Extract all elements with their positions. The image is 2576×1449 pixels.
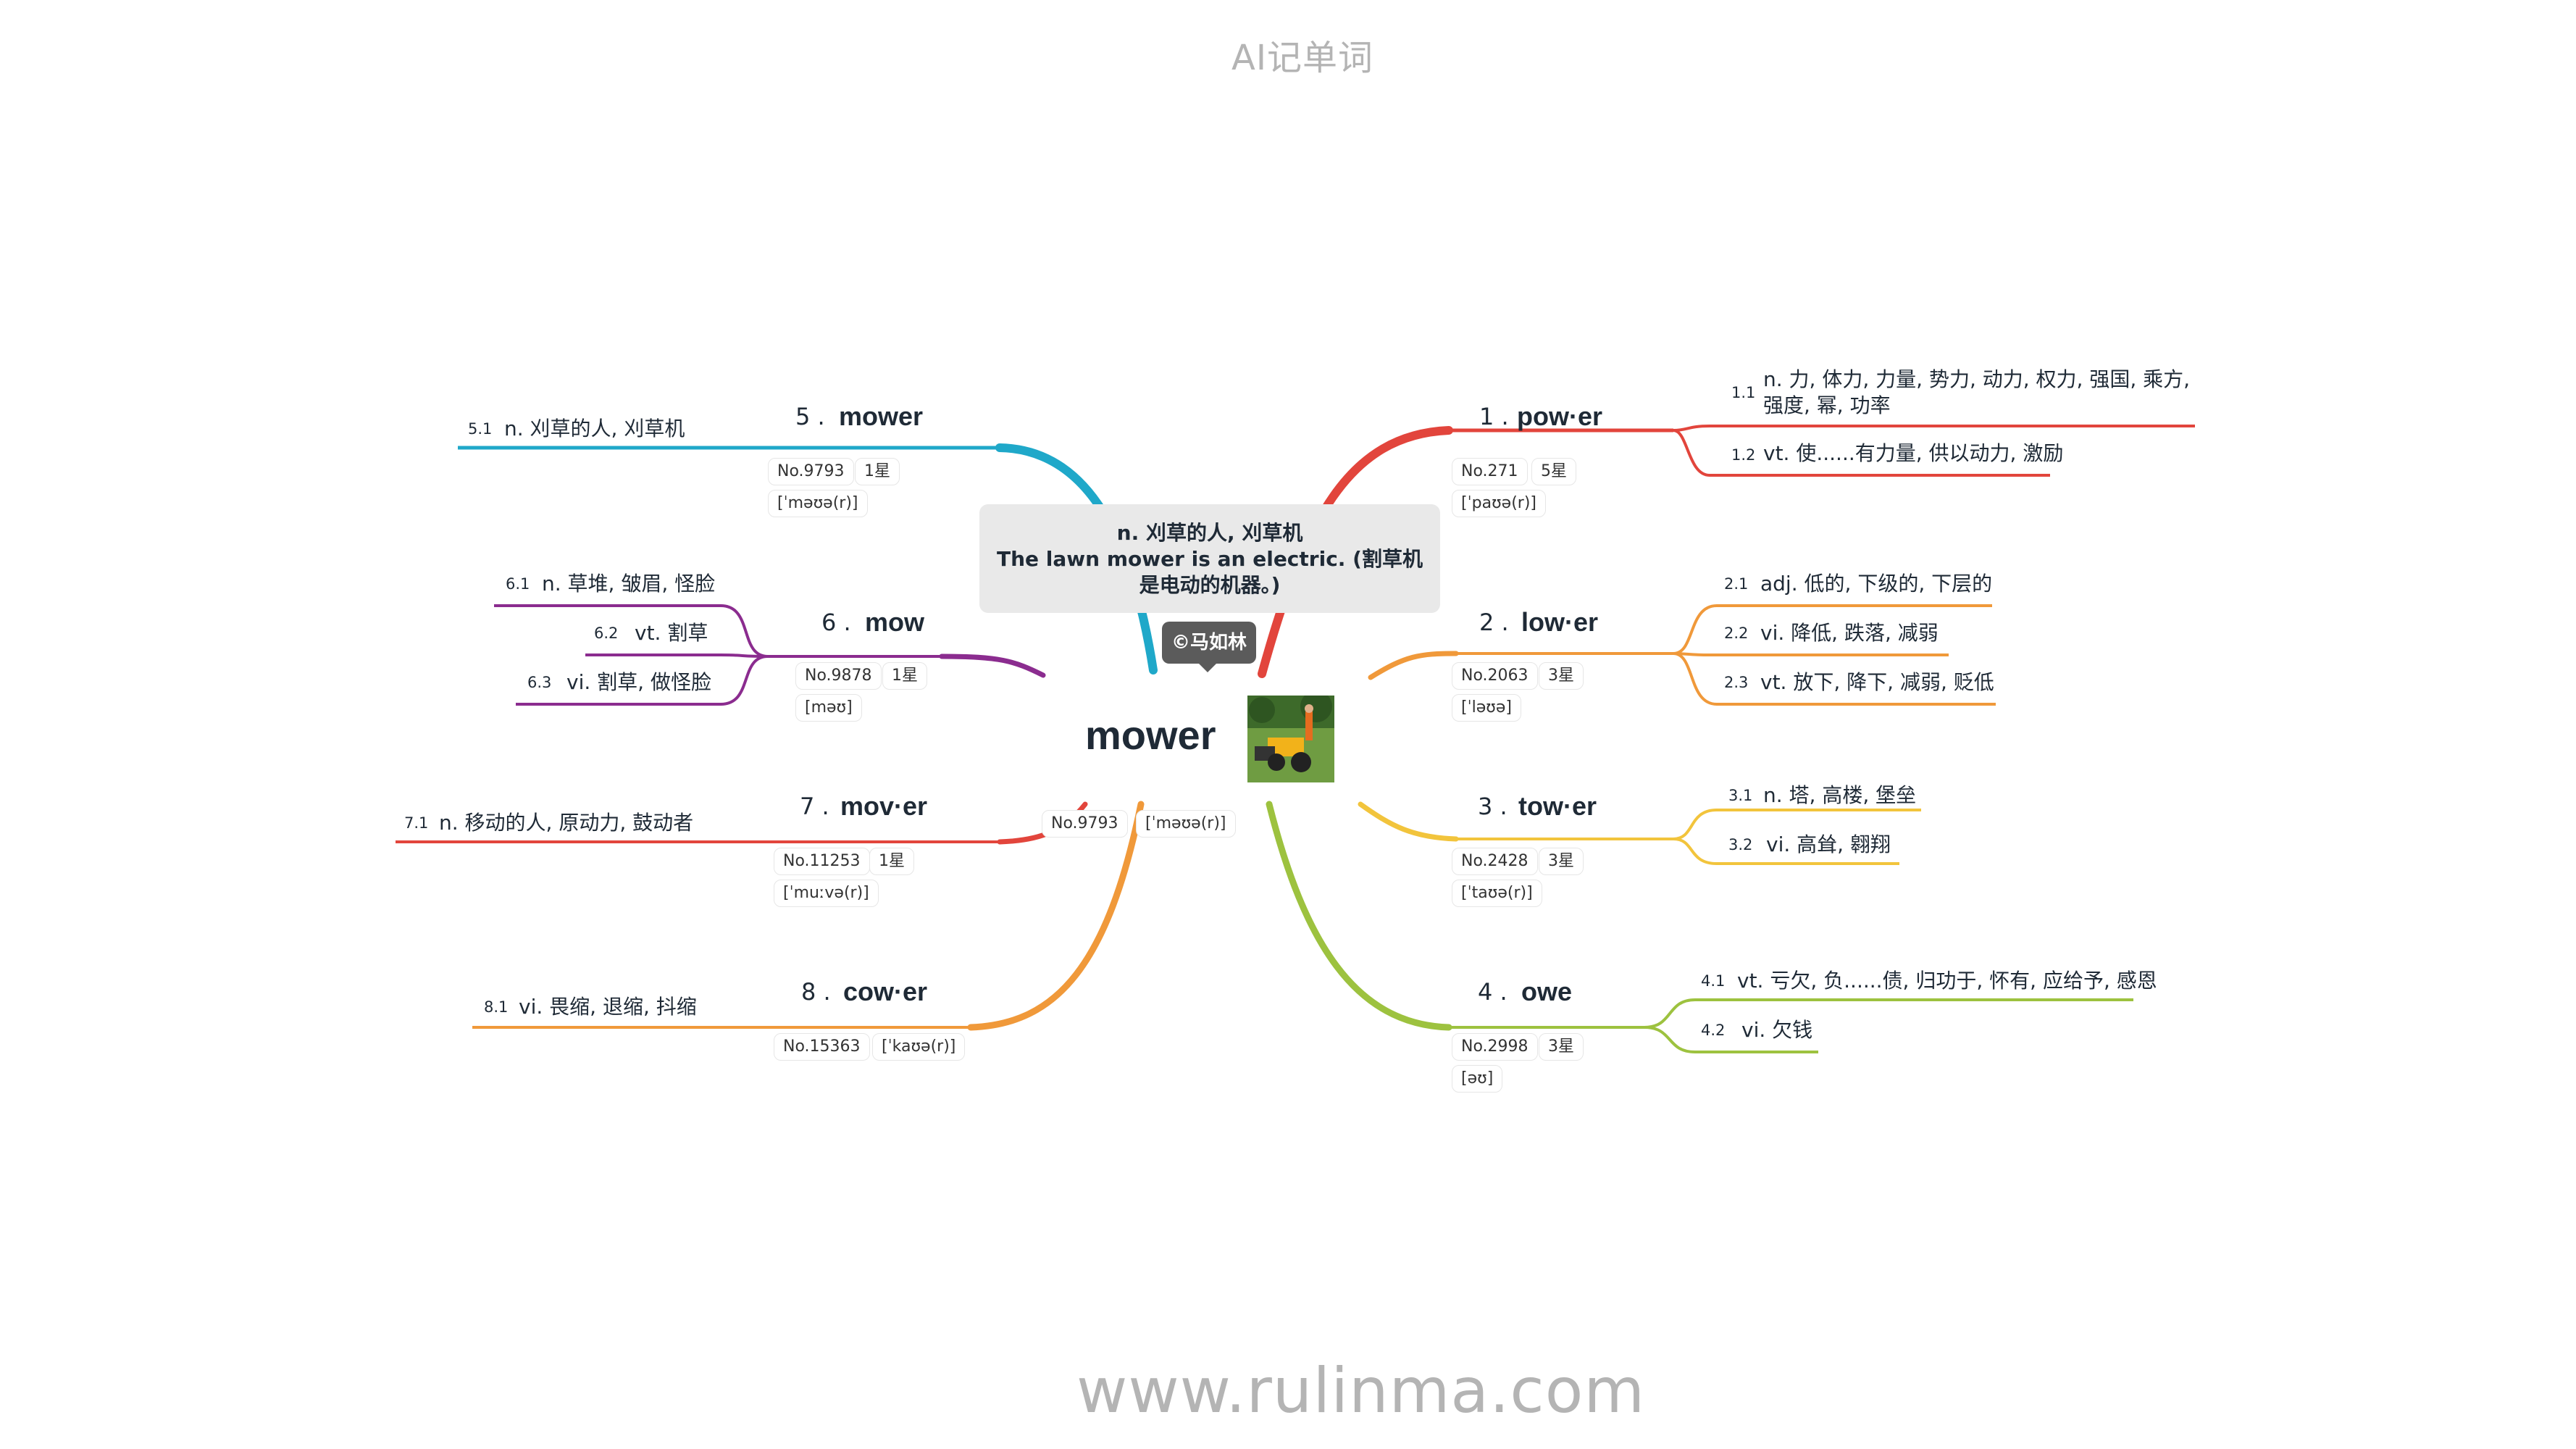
branch-3-stars: 3星 [1539,848,1584,875]
branch-8-rank: No.15363 [774,1033,870,1061]
center-rank-pill: No.9793 [1042,810,1128,838]
def-8-1-text: vi. 畏缩, 退缩, 抖缩 [519,995,697,1019]
branch-6-rank: No.9878 [795,662,882,690]
def-4-1-text: vt. 亏欠, 负......债, 归功于, 怀有, 应给予, 感恩 [1737,969,2157,993]
def-2-1-text: adj. 低的, 下级的, 下层的 [1760,572,1993,596]
branch-3-phonetic: [ˈtaʊə(r)] [1452,880,1542,907]
def-5-1-number: 5.1 [468,420,493,438]
branch-6-number: 6 . [821,609,851,636]
connector-branch-3 [1358,801,1459,842]
branch-1-word[interactable]: pow·er [1517,401,1603,431]
def-line-4-2 [1644,1026,1818,1053]
connector-branch-8 [967,801,1145,1031]
def-4-2-number: 4.2 [1701,1022,1726,1039]
connector-branch-1 [1258,426,1453,678]
center-phonetic-pill: [ˈməʊə(r)] [1136,810,1236,838]
branch-2-rank: No.2063 [1452,662,1538,690]
branch-4-rank: No.2998 [1452,1033,1538,1061]
def-7-1-text: n. 移动的人, 原动力, 鼓动者 [439,811,694,835]
def-6-1-number: 6.1 [506,575,530,593]
def-line-2-3 [1673,652,1996,706]
branch-8-word[interactable]: cow·er [843,977,928,1006]
def-1-1-text: n. 力, 体力, 力量, 势力, 动力, 权力, 强国, 乘方, 强度, 幂,… [1763,367,2191,417]
connector-branch-5 [995,443,1158,675]
branch-2-stars: 3星 [1539,662,1584,690]
def-4-2-text: vi. 欠钱 [1741,1018,1813,1042]
def-6-3-text: vi. 割草, 做怪脸 [566,670,711,694]
def-1-2-number: 1.2 [1731,446,1756,464]
branch-5-stars: 1星 [855,458,900,485]
branch-7-word[interactable]: mov·er [840,791,928,821]
def-3-2-text: vi. 高耸, 翱翔 [1766,832,1891,856]
tooltip-example: The lawn mower is an electric. (割草机是电动的机… [997,547,1423,597]
connector-branch-6 [939,653,1046,678]
branch-7-number: 7 . [800,793,829,820]
def-2-3-text: vt. 放下, 降下, 减弱, 贬低 [1760,670,1994,694]
branch-4-number: 4 . [1478,978,1507,1006]
branch-1-number: 1 . [1479,403,1509,430]
branch-4-word[interactable]: owe [1521,977,1573,1006]
tooltip-definition: n. 刈草的人, 刈草机 [1116,521,1303,545]
branch-7-rank: No.11253 [774,848,870,875]
def-6-2-number: 6.2 [594,625,619,642]
branch-3-word[interactable]: tow·er [1518,791,1597,821]
branch-2-number: 2 . [1479,609,1509,636]
branch-5-rank: No.9793 [768,458,854,485]
branch-8-number: 8 . [801,978,831,1006]
def-line-3-1 [1673,809,1921,840]
author-badge: ©马如林 [1162,622,1256,672]
def-6-1-text: n. 草堆, 皱眉, 怪脸 [542,572,716,596]
branch-6-word[interactable]: mow [865,607,925,637]
def-8-1-number: 8.1 [484,998,509,1016]
mower-image-graphic [1247,696,1334,782]
center-word[interactable]: mower [1085,712,1216,758]
def-3-1-number: 3.1 [1728,787,1753,804]
def-line-1-2 [1673,429,2050,477]
branch-7-stars: 1星 [869,848,914,875]
connector-branch-4 [1266,801,1452,1031]
def-line-3-2 [1673,838,1899,865]
branch-1-phonetic: [ˈpaʊə(r)] [1452,490,1546,517]
branch-6-phonetic: [məʊ] [795,694,862,722]
branch-3-rank: No.2428 [1452,848,1538,875]
def-line-2-1 [1673,604,1992,655]
branch-2-phonetic: [ˈləʊə] [1452,694,1521,722]
def-3-2-number: 3.2 [1728,836,1753,853]
mower-image [1247,696,1334,782]
def-2-3-number: 2.3 [1724,674,1749,691]
def-6-3-number: 6.3 [527,674,552,691]
def-1-1-number: 1.1 [1731,384,1756,401]
def-line-4-1 [1644,998,2133,1029]
branch-5-word[interactable]: mower [839,401,924,431]
def-line-1-1 [1673,425,2195,432]
branch-8-phonetic: [ˈkaʊə(r)] [872,1033,966,1061]
def-line-6-3 [516,655,769,706]
branch-4-phonetic: [əʊ] [1452,1065,1503,1093]
branch-5-phonetic: [ˈməʊə(r)] [768,490,868,517]
connector-branch-2 [1368,651,1459,680]
def-6-2-text: vt. 割草 [635,621,708,645]
def-line-6-2 [585,653,769,658]
branch-1-stars: 5星 [1531,458,1576,485]
branch-5-number: 5 . [795,403,825,430]
branch-7-phonetic: [ˈmuːvə(r)] [774,880,879,907]
def-3-1-text: n. 塔, 高楼, 堡垒 [1763,783,1917,807]
def-1-2-text: vt. 使......有力量, 供以动力, 激励 [1763,441,2064,465]
def-2-2-number: 2.2 [1724,625,1749,642]
definition-tooltip: n. 刈草的人, 刈草机 The lawn mower is an electr… [979,504,1440,613]
branch-4-stars: 3星 [1539,1033,1584,1061]
def-2-2-text: vi. 降低, 跌落, 减弱 [1760,621,1939,645]
def-5-1-text: n. 刈草的人, 刈草机 [504,417,685,440]
site-url-watermark: www.rulinma.com [1076,1355,1646,1427]
def-7-1-number: 7.1 [404,814,429,832]
page-title: AI记单词 [1231,38,1373,78]
def-2-1-number: 2.1 [1724,575,1749,593]
def-4-1-number: 4.1 [1701,972,1726,990]
branch-2-word[interactable]: low·er [1521,607,1599,637]
def-line-6-1 [494,604,769,658]
def-line-2-2 [1673,652,1949,656]
branch-3-number: 3 . [1478,793,1507,820]
branch-1-rank: No.271 [1452,458,1528,485]
branch-6-stars: 1星 [882,662,927,690]
